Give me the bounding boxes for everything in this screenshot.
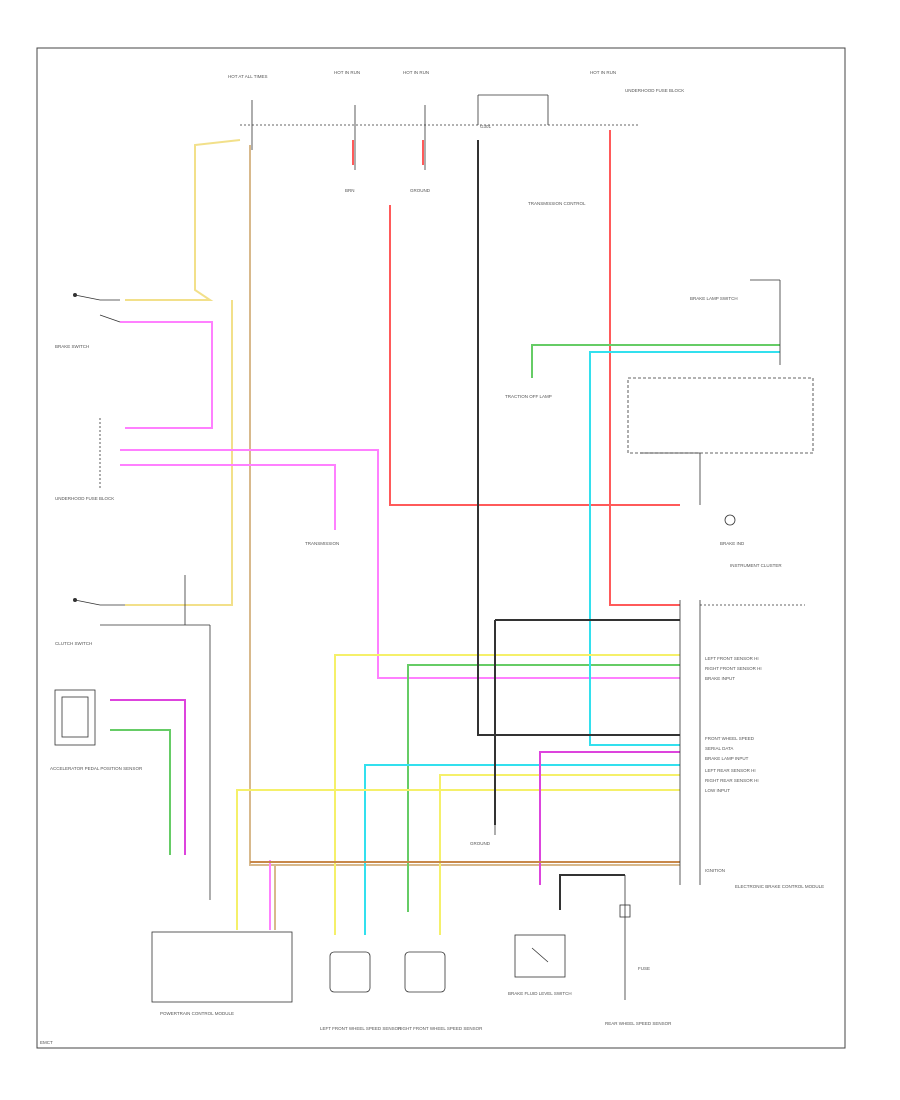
top-hot-run-3: HOT IN RUN: [590, 70, 616, 75]
wire-black-4: [559, 874, 625, 910]
wire-red-right: [609, 130, 680, 606]
transmission-label: TRANSMISSION: [305, 541, 339, 546]
fuse-small: FUSE: [619, 875, 650, 1000]
ebcm-title: ELECTRONIC BRAKE CONTROL MODULE: [735, 884, 824, 889]
rf-sensor: RIGHT FRONT WHEEL SPEED SENSOR: [398, 951, 483, 1031]
ebcm-pin-0: LEFT FRONT SENSOR HI: [705, 656, 759, 661]
ebcm-pin-8: LOW INPUT: [705, 788, 730, 793]
brake-lamp-switch-box: BRAKE LAMP SWITCH: [690, 279, 781, 365]
wire-pink-1: [120, 321, 213, 429]
ebcm-pin-1: RIGHT FRONT SENSOR HI: [705, 666, 762, 671]
brake-fluid-switch: BRAKE FLUID LEVEL SWITCH: [508, 934, 572, 996]
connector-left-label: UNDERHOOD FUSE BLOCK: [55, 496, 114, 501]
top-g-label: G301: [480, 124, 492, 129]
ground-right-label: GROUND: [470, 841, 491, 846]
ebcm-connector: LEFT FRONT SENSOR HI RIGHT FRONT SENSOR …: [679, 600, 824, 889]
rf-sensor-label: RIGHT FRONT WHEEL SPEED SENSOR: [398, 1026, 483, 1031]
wire-yellow-bright-1: [334, 654, 680, 935]
instrument-cluster-area: BRAKE IND INSTRUMENT CLUSTER TRACTION OF…: [505, 377, 814, 568]
ebcm-pin-7: RIGHT REAR SENSOR HI: [705, 778, 759, 783]
ebcm-pin-2: BRAKE INPUT: [705, 676, 735, 681]
accel-sensor-label: ACCELERATOR PEDAL POSITION SENSOR: [50, 766, 143, 771]
wire-yellow-top: [125, 139, 241, 301]
accel-sensor: ACCELERATOR PEDAL POSITION SENSOR: [50, 689, 143, 771]
clutch-switch: CLUTCH SWITCH: [55, 575, 211, 900]
diagram-frame: [36, 47, 846, 1049]
lf-sensor: LEFT FRONT WHEEL SPEED SENSOR: [320, 951, 402, 1031]
wire-yellow-bright-2: [439, 774, 680, 935]
top-brn-label: BRN: [345, 188, 355, 193]
wire-green-top: [531, 344, 780, 378]
top-bus: [240, 94, 640, 170]
ebcm-pin-5: BRAKE LAMP INPUT: [705, 756, 749, 761]
brake-ind-label: BRAKE IND: [720, 541, 745, 546]
ebcm-pin-3: FRONT WHEEL SPEED: [705, 736, 755, 741]
top-tcc-label: TRANSMISSION CONTROL: [528, 201, 586, 206]
wire-black-1: [477, 140, 680, 736]
wire-yellow-mid: [125, 300, 233, 606]
brake-switch-label: BRAKE SWITCH: [55, 344, 89, 349]
top-hot-run-1: HOT IN RUN: [334, 70, 360, 75]
ebcm-pin-6: LEFT REAR SENSOR HI: [705, 768, 756, 773]
lf-sensor-label: LEFT FRONT WHEEL SPEED SENSOR: [320, 1026, 402, 1031]
wire-green-left: [110, 729, 171, 855]
clutch-switch-label: CLUTCH SWITCH: [55, 641, 92, 646]
rear-sensor: REAR WHEEL SPEED SENSOR: [605, 1021, 672, 1026]
pcm: POWERTRAIN CONTROL MODULE: [151, 931, 293, 1016]
brake-switch: BRAKE SWITCH: [55, 293, 121, 349]
wire-green-mid: [407, 664, 680, 912]
inst-cluster-label: INSTRUMENT CLUSTER: [730, 563, 782, 568]
ground-right: GROUND: [470, 825, 496, 846]
traction-lamp-label: TRACTION OFF LAMP: [505, 394, 552, 399]
wire-pink-3: [120, 464, 336, 530]
top-hot-run-2: HOT IN RUN: [403, 70, 429, 75]
wire-magenta: [539, 751, 680, 885]
wire-cyan-top: [589, 351, 780, 746]
brake-fluid-label: BRAKE FLUID LEVEL SWITCH: [508, 991, 572, 996]
top-fuse-right-label: UNDERHOOD FUSE BLOCK: [625, 88, 684, 93]
fuse-small-label: FUSE: [638, 966, 650, 971]
top-fuse-label: HOT AT ALL TIMES: [228, 74, 268, 79]
wire-magenta-left: [110, 699, 186, 855]
brake-lamp-switch-label: BRAKE LAMP SWITCH: [690, 296, 738, 301]
corner-mark: EMCT: [40, 1040, 53, 1045]
wire-cyan-bottom: [364, 764, 680, 935]
ebcm-pin-9: IGNITION: [705, 868, 725, 873]
rear-sensor-label: REAR WHEEL SPEED SENSOR: [605, 1021, 672, 1026]
wire-pink-2: [120, 449, 680, 679]
pcm-label: POWERTRAIN CONTROL MODULE: [160, 1011, 234, 1016]
ebcm-pin-4: SERIAL DATA: [705, 746, 733, 751]
top-gnd-label: GROUND: [410, 188, 431, 193]
wire-yellow-bright-3: [236, 789, 680, 930]
wire-red-left: [389, 205, 680, 506]
fuse-connector-left: UNDERHOOD FUSE BLOCK: [55, 418, 114, 501]
